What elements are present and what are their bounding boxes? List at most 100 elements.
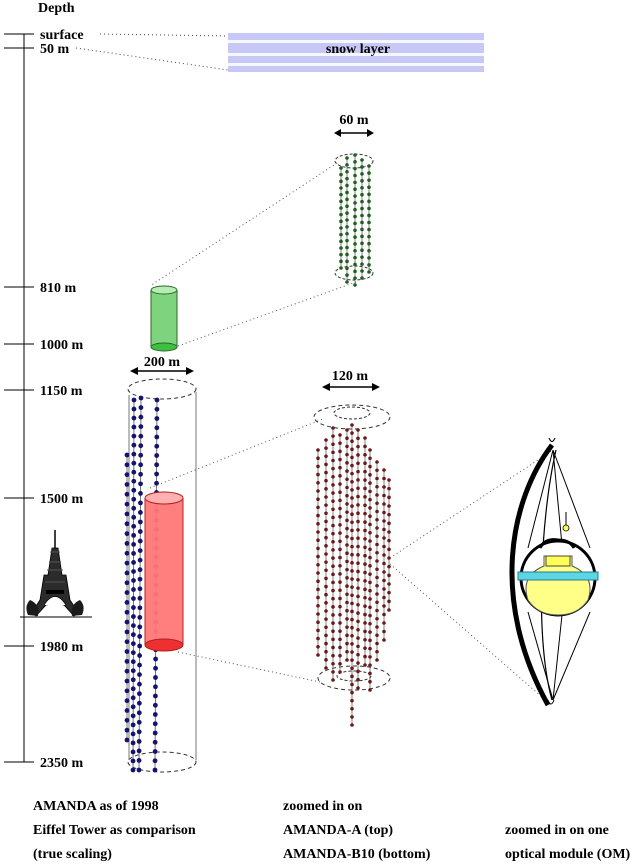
optical-module-dot (356, 461, 360, 466)
optical-module-dot (331, 483, 335, 487)
optical-module-dot (367, 241, 371, 246)
optical-module-dot (350, 617, 354, 622)
optical-module-dot (382, 612, 386, 617)
optical-module-dot (153, 656, 159, 662)
optical-module-dot (339, 232, 343, 237)
optical-module-dot (153, 665, 158, 671)
b10-top-outer-ellipse (313, 404, 391, 430)
optical-module-dot (136, 729, 142, 735)
optical-module-dot (350, 552, 354, 557)
optical-module-dot (338, 498, 342, 503)
optical-module-dot (387, 495, 391, 500)
optical-module-dot (154, 471, 160, 477)
optical-module-dot (345, 238, 349, 243)
optical-module-dot (137, 662, 142, 668)
optical-module-dot (382, 476, 386, 481)
optical-module-dot (324, 511, 328, 516)
optical-module-dot (375, 633, 379, 638)
optical-module-dot (368, 456, 372, 461)
amanda-a-cylinder-body (151, 290, 177, 347)
optical-module-dot (375, 493, 379, 497)
amanda-b10-width-label: 120 m (332, 369, 369, 384)
optical-module-dot (136, 710, 142, 716)
caption-col1-line3: (true scaling) (33, 847, 112, 862)
optical-module-dot (131, 397, 137, 403)
optical-module-dot (124, 708, 130, 713)
optical-module-dot (137, 510, 143, 515)
optical-module-dot (339, 246, 343, 250)
optical-module-dot (316, 628, 320, 633)
depth-axis-title: Depth (38, 1, 75, 16)
optical-module-dot (124, 482, 130, 487)
optical-module-dot (331, 629, 335, 634)
optical-module-dot (375, 592, 379, 596)
optical-module-dot (316, 612, 320, 616)
optical-module-dot (324, 592, 328, 597)
optical-module-dot (130, 686, 136, 692)
optical-module-dot (360, 213, 364, 218)
optical-module-dot (368, 588, 372, 593)
optical-module-dot (136, 748, 142, 754)
optical-module-dot (324, 446, 328, 450)
optical-module-dot (387, 599, 391, 604)
optical-module-dot (350, 520, 354, 525)
optical-module-dot (338, 490, 342, 495)
optical-module-dot (363, 553, 367, 558)
optical-module-dot (154, 416, 160, 421)
optical-module-dot (350, 463, 354, 468)
snow-layer-label: snow layer (326, 42, 390, 57)
optical-module-dot (345, 190, 349, 195)
optical-module-dot (338, 580, 342, 584)
optical-module-dot (131, 551, 136, 556)
optical-module-dot (124, 668, 130, 674)
optical-module-dot (360, 234, 364, 239)
optical-module-dot (356, 528, 360, 532)
optical-module-dot (356, 627, 360, 632)
optical-module-dot (338, 433, 342, 437)
optical-module-dot (345, 592, 349, 597)
optical-module-dot (356, 636, 360, 640)
optical-module-dot (387, 486, 391, 491)
optical-module-dot (138, 424, 144, 430)
optical-module-dot (124, 609, 130, 615)
optical-module-dot (350, 723, 354, 727)
optical-module-dot (339, 259, 343, 264)
optical-module-dot (324, 641, 328, 646)
optical-module-dot (356, 469, 360, 474)
optical-module-dot (324, 666, 328, 670)
amanda-a-cylinder-base (150, 342, 178, 352)
optical-module-dot (368, 688, 372, 692)
optical-module-dot (136, 758, 142, 763)
optical-module-dot (353, 180, 357, 185)
optical-module-dot (360, 185, 364, 190)
optical-module-dot (367, 178, 371, 182)
optical-module-dot (368, 621, 372, 626)
optical-module-dot (124, 541, 130, 546)
optical-module-dot (131, 605, 136, 610)
optical-module-dot (375, 484, 379, 489)
optical-module-dot (331, 637, 335, 642)
amanda-b10-cylinder (144, 491, 184, 652)
optical-module-dot (331, 426, 335, 430)
arrowhead (372, 383, 380, 391)
optical-module-dot (363, 486, 367, 491)
arrowhead (130, 367, 138, 375)
optical-module-dot (375, 559, 379, 563)
optical-module-dot (130, 731, 136, 737)
caption-col3-line1: zoomed in on one (505, 823, 609, 838)
optical-module-dot (360, 227, 364, 232)
optical-module-dot (153, 675, 158, 680)
optical-module-dot (356, 453, 360, 457)
optical-module-dot (368, 605, 372, 610)
optical-module-dot (363, 663, 367, 667)
optical-module-dot (331, 540, 335, 544)
optical-module-dot (131, 514, 137, 520)
optical-module-dot (331, 564, 335, 568)
optical-module-dot (331, 548, 335, 552)
optical-module-dot (368, 506, 372, 510)
optical-module-dot (363, 604, 367, 608)
optical-module-dot (382, 485, 386, 489)
amanda-b10-strings (316, 423, 391, 727)
optical-module-dot (153, 684, 158, 690)
optical-module-dot (131, 532, 137, 538)
